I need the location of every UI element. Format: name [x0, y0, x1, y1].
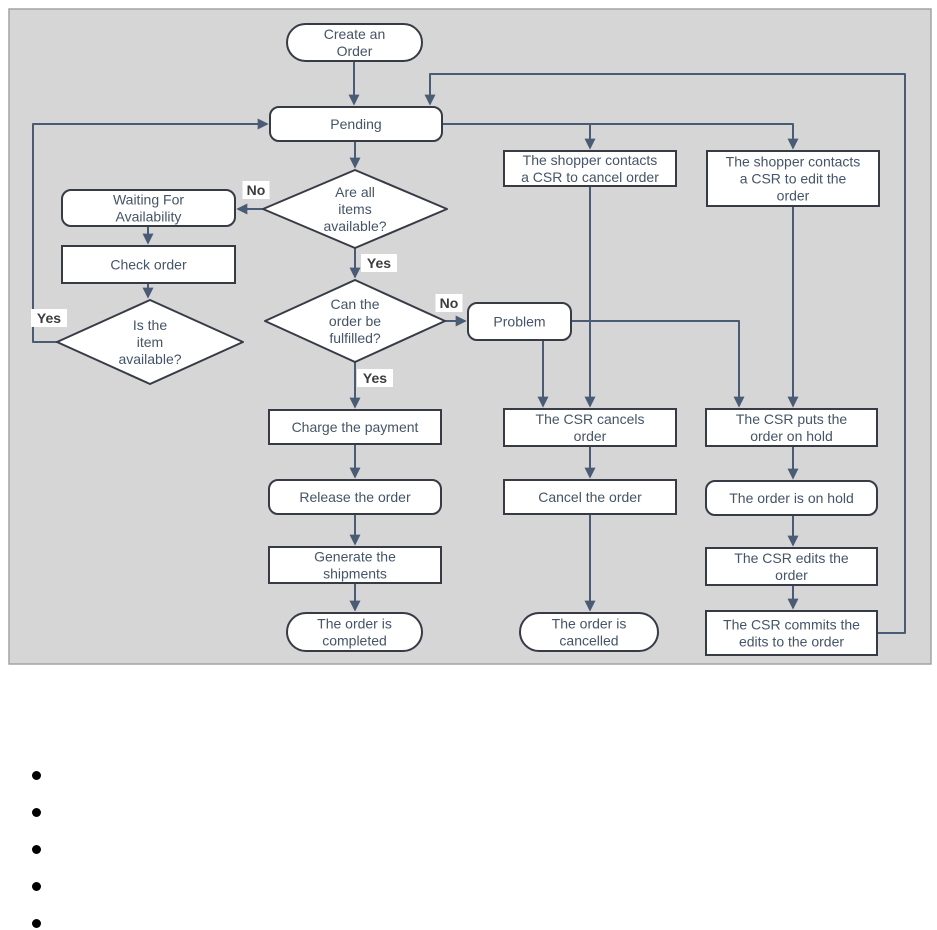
release-order-label: Release the order: [299, 489, 411, 505]
check-order-shape: [61, 245, 236, 284]
problem-shape: [467, 302, 572, 341]
waiting-availability-shape: [61, 189, 236, 227]
pending-shape: [269, 106, 443, 142]
edge-pending-to-shopper-edit: [442, 123, 799, 150]
node-cancel-order: Cancel the order: [503, 479, 677, 515]
edge-label-bg: [357, 369, 393, 387]
edge-label-fulfilled-yes-to-charge: Yes: [363, 370, 387, 386]
charge-payment-shape: [268, 409, 442, 445]
bullet: [32, 882, 41, 891]
node-pending: Pending: [269, 106, 443, 142]
order-on-hold-label: The order is on hold: [729, 490, 854, 506]
csr-hold-shape: [705, 408, 878, 447]
are-items-available-shape: [262, 169, 448, 249]
problem-label: Problem: [493, 314, 545, 330]
edge-label-bg: [435, 294, 463, 312]
edge-label-bg: [31, 309, 67, 327]
node-release-order: Release the order: [268, 479, 442, 515]
node-order-on-hold: The order is on hold: [705, 480, 878, 516]
cancel-order-label: Cancel the order: [538, 489, 642, 505]
order-completed-shape: [286, 612, 423, 652]
csr-edits-shape: [705, 547, 878, 586]
can-order-fulfilled-shape: [264, 279, 446, 363]
edge-label-items-yes-to-fulfilled: Yes: [367, 255, 391, 271]
csr-commits-shape: [705, 610, 878, 656]
is-item-available-shape: [56, 299, 244, 385]
edge-commits-loop-to-pending: [424, 73, 906, 634]
check-order-label: Check order: [110, 257, 187, 273]
node-check-order: Check order: [61, 245, 236, 284]
shopper-cancel-shape: [503, 150, 677, 187]
edge-label-fulfilled-no-to-problem: No: [440, 295, 459, 311]
edge-label-item-yes-loop-to-pending: Yes: [37, 310, 61, 326]
bullet-list: [32, 771, 41, 928]
order-on-hold-shape: [705, 480, 878, 516]
pending-label: Pending: [330, 116, 381, 132]
edge-item-yes-loop-to-pending: [32, 118, 269, 343]
generate-shipments-shape: [268, 546, 442, 584]
shopper-edit-shape: [706, 150, 880, 207]
edge-label-bg: [361, 254, 397, 272]
bullet: [32, 845, 41, 854]
bullet: [32, 808, 41, 817]
node-charge-payment: Charge the payment: [268, 409, 442, 445]
csr-cancels-shape: [503, 408, 677, 447]
create-order-shape: [286, 23, 423, 62]
cancel-order-shape: [503, 479, 677, 515]
bullet: [32, 919, 41, 928]
edge-label-bg: [242, 181, 270, 199]
node-problem: Problem: [467, 302, 572, 341]
release-order-shape: [268, 479, 442, 515]
charge-payment-label: Charge the payment: [292, 419, 419, 435]
bullet: [32, 771, 41, 780]
edge-problem-to-csr-hold: [571, 320, 745, 408]
order-cancelled-shape: [519, 612, 659, 652]
edge-label-items-no-to-waiting: No: [247, 182, 266, 198]
